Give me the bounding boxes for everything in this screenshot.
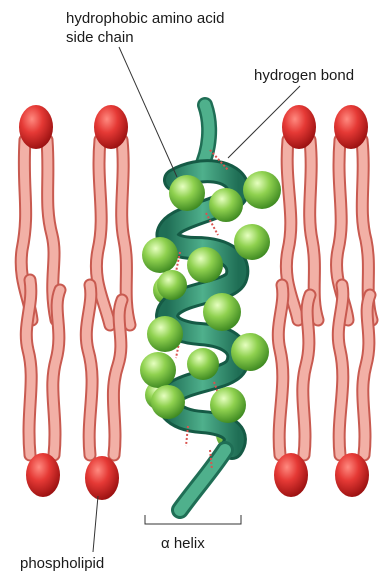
label-alpha-helix: α helix [161,534,205,553]
phospholipid-head [335,453,369,497]
phospholipid-left-bottom-1 [26,280,60,497]
phospholipid-head [282,105,316,149]
label-hydrophobic-line1: hydrophobic amino acid [66,9,224,28]
phospholipid-left-top-2 [94,105,130,325]
phospholipid-head [334,105,368,149]
label-hydrogen-bond: hydrogen bond [254,66,354,85]
label-phospholipid: phospholipid [20,554,104,573]
phospholipid-head [94,105,128,149]
label-hydrophobic-line2: side chain [66,28,134,47]
helix-bracket [145,515,241,524]
phospholipid-head [26,453,60,497]
phospholipid-head [85,456,119,500]
phospholipid-head [274,453,308,497]
phospholipid-head [19,105,53,149]
